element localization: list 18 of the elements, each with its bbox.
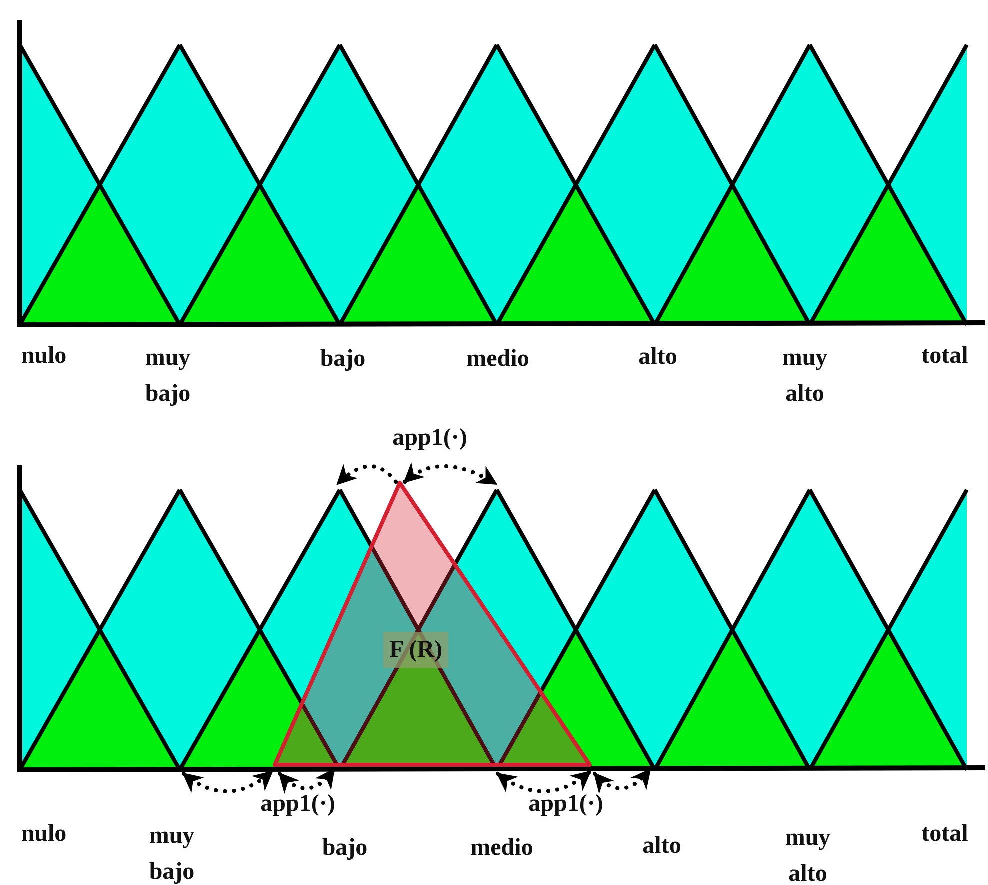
- axis-label: muy alto: [784, 824, 832, 885]
- axis-label: muy bajo: [148, 822, 196, 885]
- shift-label: app1(·): [260, 790, 336, 819]
- axis-label: bajo: [322, 834, 368, 863]
- axis-label: nulo: [21, 820, 67, 849]
- shape-label: F (R): [383, 632, 449, 668]
- shift-label: app1(·): [392, 424, 468, 453]
- axis-label: nulo: [21, 342, 67, 371]
- axis-label: medio: [470, 834, 534, 863]
- axis-label: alto: [642, 832, 682, 861]
- axis-label: total: [922, 342, 968, 371]
- axis-label: muy bajo: [144, 344, 192, 409]
- axis-label: total: [922, 820, 968, 849]
- axis-label: bajo: [320, 345, 366, 374]
- axis-label: muy alto: [781, 344, 829, 409]
- shift-label: app1(·): [528, 790, 604, 819]
- axis-label: alto: [638, 343, 678, 372]
- axis-label: medio: [466, 345, 530, 374]
